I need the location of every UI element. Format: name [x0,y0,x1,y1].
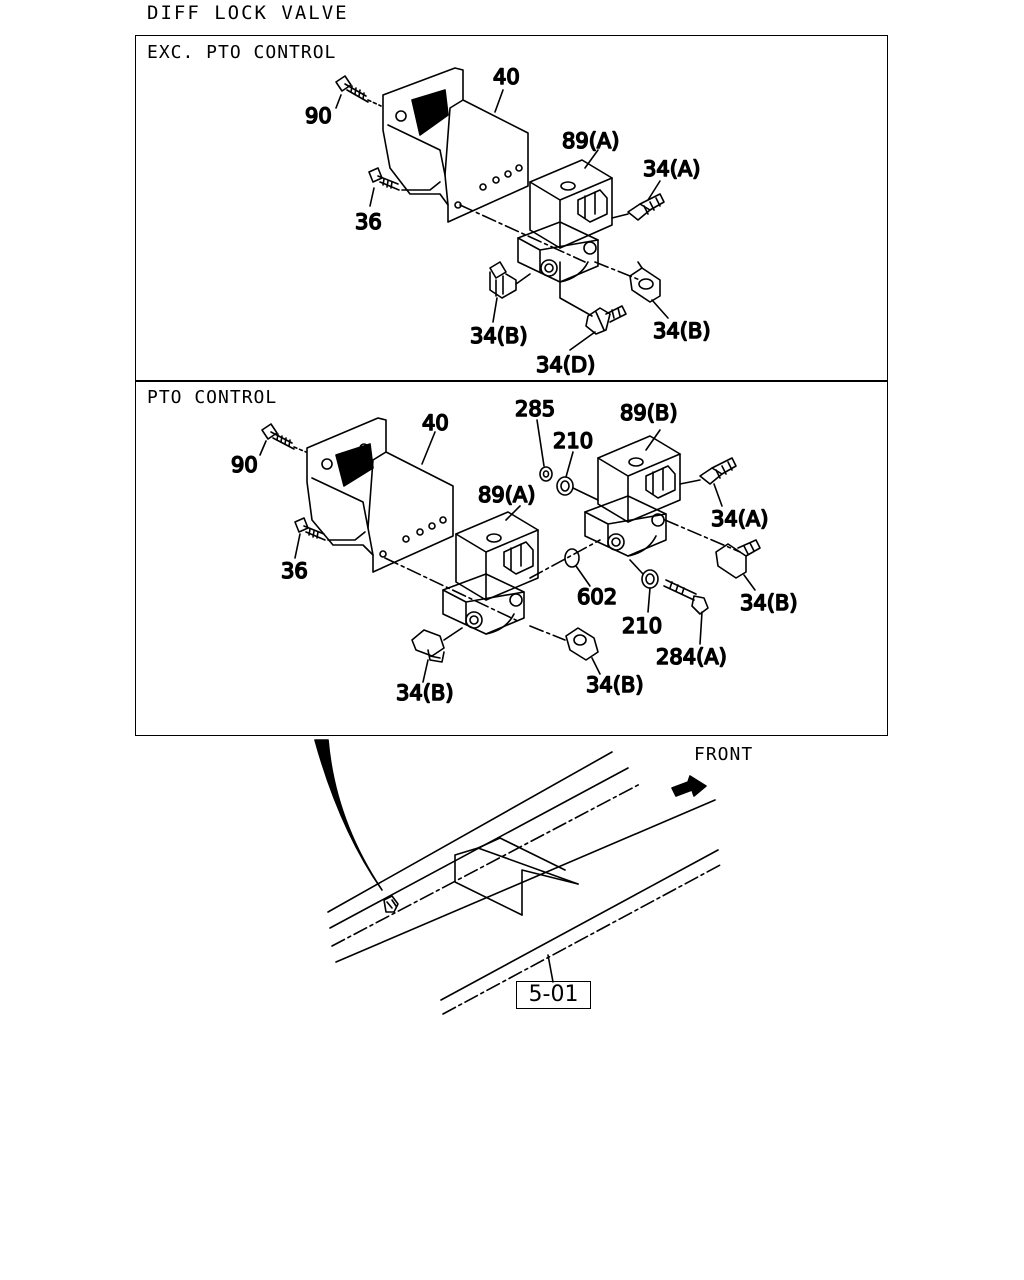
callout-40-bottom: 40 [422,411,449,435]
bolt-90-top [335,75,382,107]
solenoid-valve-89b-bottom [584,435,681,557]
callout-210-bottom: 210 [622,614,662,638]
fitting-34d-top [559,261,627,335]
callout-34b-right-bottom: 34(B) [740,591,798,615]
callout-34b-right-top: 34(B) [653,319,711,343]
panel-exc-pto-control: EXC. PTO CONTROL [135,35,888,382]
top-assembly [335,67,669,351]
valve-location-marker [383,895,399,913]
panel-title-pto: PTO CONTROL [147,387,278,408]
callout-40-top: 40 [493,65,520,89]
fitting-34b-right-top [629,261,661,303]
diagram-title: DIFF LOCK VALVE [147,2,349,24]
callout-34b-mid-bottom: 34(B) [586,673,644,697]
callout-34a-top: 34(A) [643,157,700,181]
callout-285: 285 [515,397,555,421]
fitting-34a-top [611,193,665,221]
bolt-36-top [368,167,441,191]
location-pointer [314,739,383,891]
solenoid-valve-89a-top [517,159,613,283]
bolt-90-bottom [261,423,307,453]
callout-284a: 284(A) [656,645,727,669]
solenoid-valve-89a-bottom [442,511,539,635]
fitting-34b-left-bottom [411,627,463,663]
callout-89a-bottom: 89(A) [478,483,535,507]
bracket-40-top [382,67,529,223]
callout-34d-top: 34(D) [536,353,595,377]
fitting-34b-mid-bottom [565,627,599,661]
callout-89b-bottom: 89(B) [620,401,678,425]
fitting-34b-right-bottom [715,539,761,579]
o-ring-602 [564,548,580,568]
callout-602: 602 [577,585,617,609]
callout-36-top: 36 [355,210,382,234]
callout-89a-top: 89(A) [562,129,619,153]
callout-34b-left-bottom: 34(B) [396,681,454,705]
bolt-284a [663,579,709,615]
fitting-34a-bottom [679,457,737,485]
callout-210-top: 210 [553,429,593,453]
callout-36-bottom: 36 [281,559,308,583]
washer-285 [539,466,553,482]
frame-location-view [314,739,723,1015]
callout-34a-bottom: 34(A) [711,507,768,531]
reference-box-5-01: 5-01 [516,981,591,1009]
washer-210-top [556,476,599,501]
bottom-assembly [259,417,761,683]
bolt-36-bottom [294,517,366,541]
callout-34b-left-top: 34(B) [470,324,528,348]
washer-210-bottom [629,559,659,589]
callout-90-bottom: 90 [231,453,258,477]
front-arrow-icon [671,775,707,797]
front-label: FRONT [694,744,754,765]
fitting-34b-left-top [489,261,531,299]
panel-title-exc-pto: EXC. PTO CONTROL [147,42,337,63]
panel-pto-control: PTO CONTROL [135,380,888,736]
callout-90-top: 90 [305,104,332,128]
bracket-40-bottom [306,417,454,573]
